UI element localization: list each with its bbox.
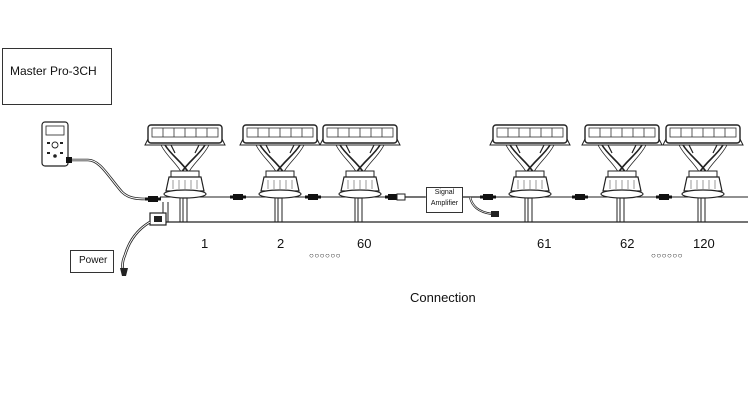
fixture-number-2: 2 [277, 236, 285, 251]
cable-connector-icon [305, 194, 321, 200]
light-bar-fixture-icon [144, 124, 226, 223]
fixture-ellipsis-1: ○○○○○○ [309, 251, 341, 260]
light-bar-fixture-icon [319, 124, 401, 223]
signal-amplifier-box: Signal Amplifier [426, 187, 463, 213]
cable-connector-icon [656, 194, 672, 200]
fixture-number-60: 60 [357, 236, 372, 251]
light-bar-fixture-icon [239, 124, 321, 223]
amplifier-label-line1: Signal [434, 189, 455, 196]
controller-device-icon [41, 121, 69, 167]
light-bar-fixture-icon [489, 124, 571, 223]
cable-connector-icon [572, 194, 588, 200]
controller-title: Master Pro-3CH [10, 64, 97, 78]
fixture-number-61: 61 [537, 236, 552, 251]
amplifier-label-line2: Amplifier [430, 200, 459, 207]
fixture-number-120: 120 [693, 236, 715, 251]
light-bar-fixture-icon [662, 124, 744, 223]
controller-cable [68, 158, 147, 201]
cable-connector-icon [145, 196, 161, 202]
light-bar-fixture-icon [581, 124, 663, 223]
power-box: Power [70, 250, 114, 273]
power-plug-icon [120, 212, 167, 276]
fixture-number-1: 1 [201, 236, 209, 251]
controller-box: Master Pro-3CH [2, 48, 112, 105]
amplifier-cables [396, 193, 499, 217]
fixture-ellipsis-2: ○○○○○○ [651, 251, 683, 260]
power-label: Power [79, 255, 108, 266]
diagram-caption: Connection [410, 290, 476, 305]
cable-connector-icon [230, 194, 246, 200]
fixture-number-62: 62 [620, 236, 635, 251]
